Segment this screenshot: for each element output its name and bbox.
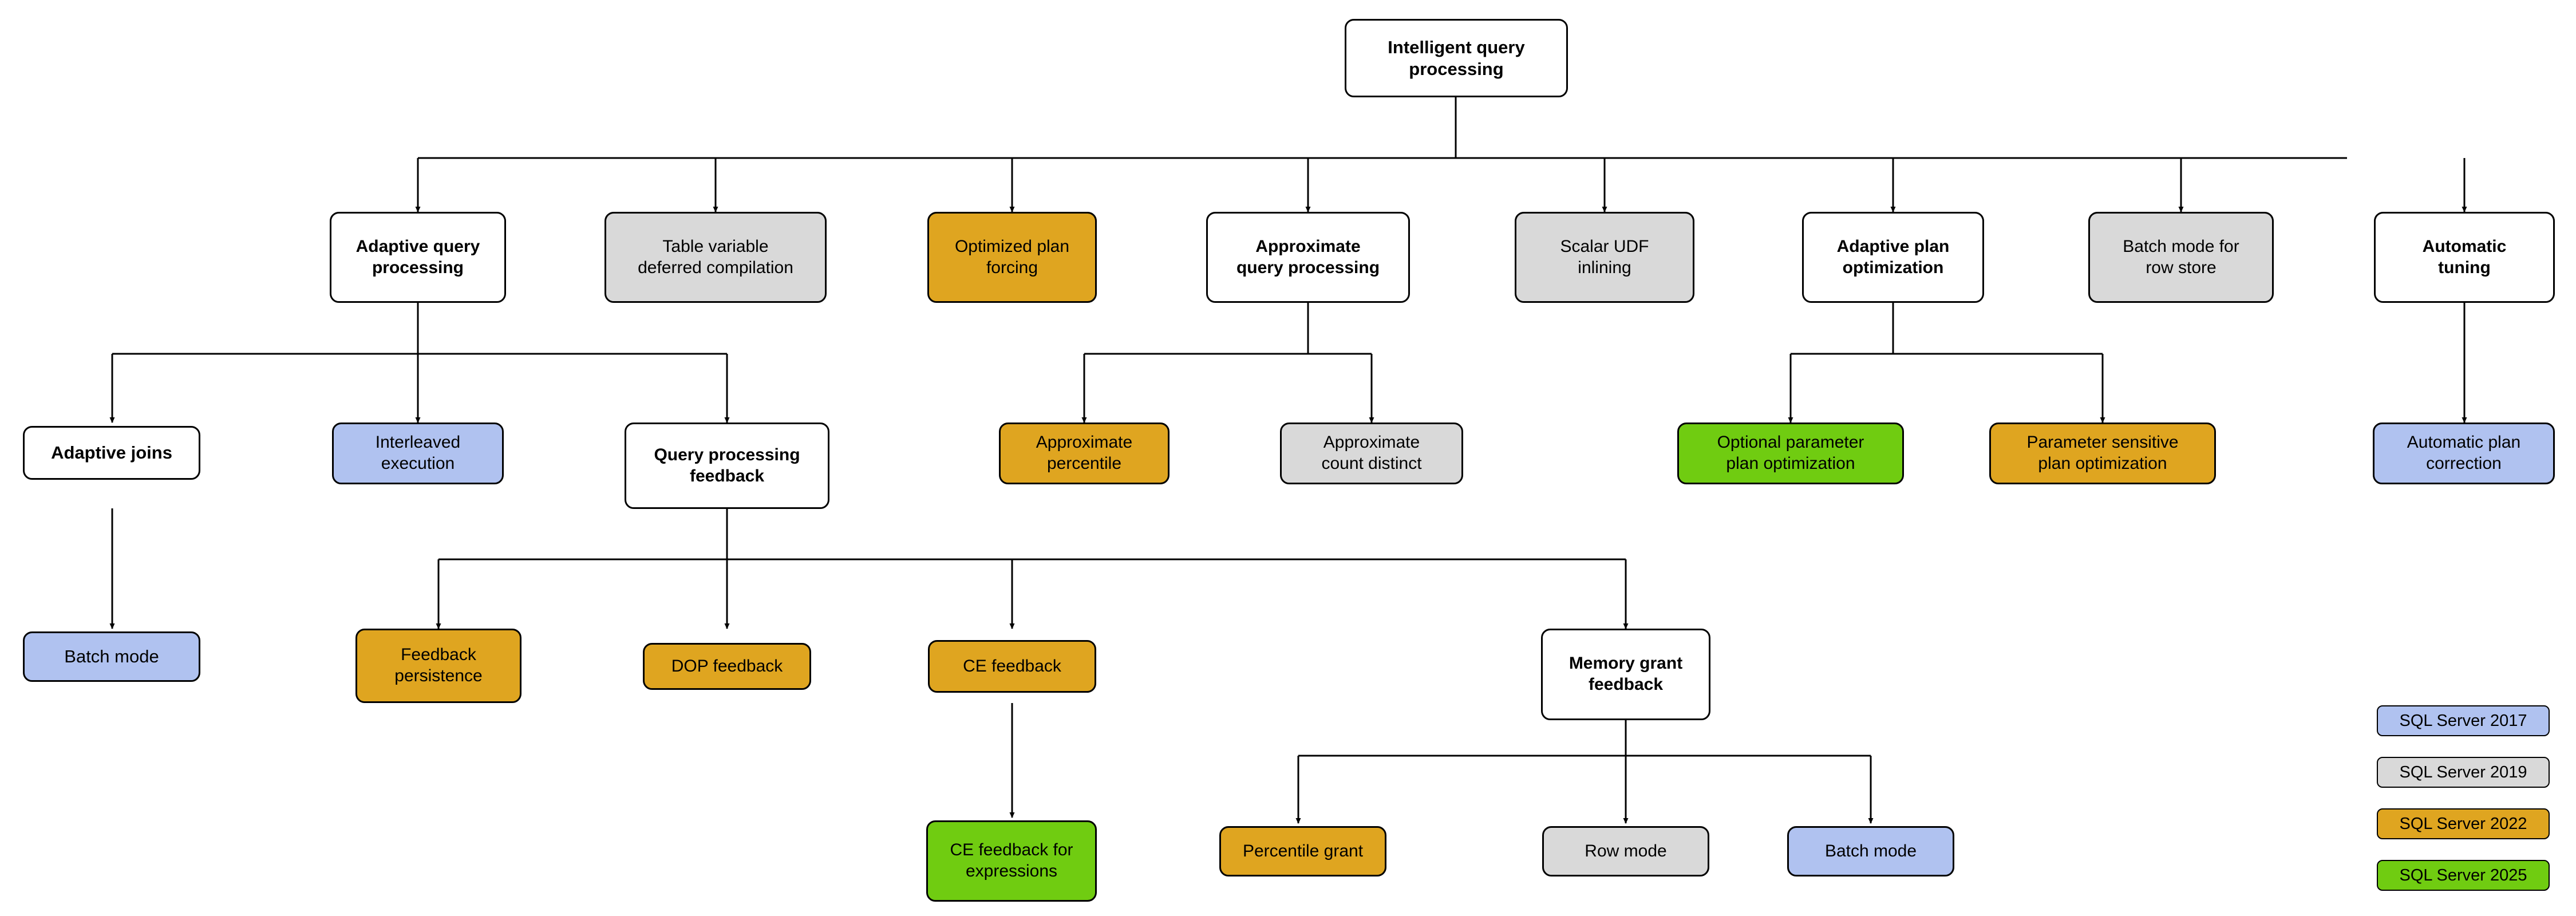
node-label: Automatic tuning xyxy=(2422,236,2507,277)
legend-item-sql-server-2019[interactable]: SQL Server 2019 xyxy=(2377,757,2550,788)
legend-label: SQL Server 2022 xyxy=(2399,814,2527,833)
node-label: Adaptive plan optimization xyxy=(1836,236,1950,277)
node-label: CE feedback for expressions xyxy=(950,840,1073,881)
node-adaptive-joins[interactable]: Adaptive joins xyxy=(23,426,200,480)
node-table-variable-deferred-compilation[interactable]: Table variable deferred compilation xyxy=(605,212,827,303)
node-label: Approximate query processing xyxy=(1236,236,1380,277)
node-label: Feedback persistence xyxy=(394,645,483,685)
node-label: Percentile grant xyxy=(1242,841,1364,860)
node-approximate-query-processing[interactable]: Approximate query processing xyxy=(1206,212,1410,303)
node-batch-mode-for-row-store[interactable]: Batch mode for row store xyxy=(2088,212,2274,303)
node-label: Adaptive query processing xyxy=(355,236,480,277)
node-parameter-sensitive-plan-optimization[interactable]: Parameter sensitive plan optimization xyxy=(1989,423,2216,484)
node-label: Batch mode xyxy=(1824,841,1917,860)
node-optional-parameter-plan-optimization[interactable]: Optional parameter plan optimization xyxy=(1677,423,1904,484)
node-approximate-percentile[interactable]: Approximate percentile xyxy=(999,423,1170,484)
node-feedback-persistence[interactable]: Feedback persistence xyxy=(355,629,521,703)
node-label: Automatic plan correction xyxy=(2407,433,2521,473)
node-label: Optional parameter plan optimization xyxy=(1717,433,1864,473)
node-intelligent-query-processing[interactable]: Intelligent query processing xyxy=(1345,19,1568,97)
node-memory-grant-feedback[interactable]: Memory grant feedback xyxy=(1541,629,1710,720)
node-interleaved-execution[interactable]: Interleaved execution xyxy=(332,423,504,484)
legend-item-sql-server-2017[interactable]: SQL Server 2017 xyxy=(2377,705,2550,736)
legend-label: SQL Server 2025 xyxy=(2399,866,2527,885)
node-batch-mode-adaptive-joins[interactable]: Batch mode xyxy=(23,631,200,682)
node-automatic-tuning[interactable]: Automatic tuning xyxy=(2374,212,2555,303)
node-label: Parameter sensitive plan optimization xyxy=(2026,433,2179,473)
node-percentile-grant[interactable]: Percentile grant xyxy=(1219,826,1386,876)
node-adaptive-query-processing[interactable]: Adaptive query processing xyxy=(330,212,506,303)
node-label: Query processing feedback xyxy=(654,445,800,485)
node-label: Batch mode for row store xyxy=(2123,236,2239,277)
node-label: Table variable deferred compilation xyxy=(638,236,793,277)
legend-label: SQL Server 2019 xyxy=(2399,763,2527,781)
node-label: Memory grant feedback xyxy=(1568,654,1683,694)
node-label: Adaptive joins xyxy=(51,443,172,463)
legend-label: SQL Server 2017 xyxy=(2399,711,2527,730)
node-label: Intelligent query processing xyxy=(1388,37,1525,79)
node-row-mode[interactable]: Row mode xyxy=(1542,826,1709,876)
node-automatic-plan-correction[interactable]: Automatic plan correction xyxy=(2373,423,2555,484)
node-label: Batch mode xyxy=(64,646,159,667)
node-label: DOP feedback xyxy=(671,656,783,676)
node-label: Approximate count distinct xyxy=(1321,433,1422,473)
node-dop-feedback[interactable]: DOP feedback xyxy=(643,643,811,690)
node-label: Approximate percentile xyxy=(1036,433,1133,473)
node-label: Scalar UDF inlining xyxy=(1560,236,1649,277)
node-optimized-plan-forcing[interactable]: Optimized plan forcing xyxy=(927,212,1097,303)
node-approximate-count-distinct[interactable]: Approximate count distinct xyxy=(1280,423,1463,484)
node-adaptive-plan-optimization[interactable]: Adaptive plan optimization xyxy=(1802,212,1984,303)
legend-item-sql-server-2022[interactable]: SQL Server 2022 xyxy=(2377,808,2550,839)
node-label: Optimized plan forcing xyxy=(954,236,1070,277)
node-label: Row mode xyxy=(1585,841,1667,860)
node-ce-feedback-for-expressions[interactable]: CE feedback for expressions xyxy=(926,820,1097,902)
node-label: CE feedback xyxy=(963,656,1061,676)
node-label: Interleaved execution xyxy=(375,433,461,473)
node-query-processing-feedback[interactable]: Query processing feedback xyxy=(625,423,829,509)
legend-item-sql-server-2025[interactable]: SQL Server 2025 xyxy=(2377,860,2550,891)
node-batch-mode-memory-grant[interactable]: Batch mode xyxy=(1787,826,1954,876)
node-scalar-udf-inlining[interactable]: Scalar UDF inlining xyxy=(1515,212,1694,303)
node-ce-feedback[interactable]: CE feedback xyxy=(928,640,1096,693)
